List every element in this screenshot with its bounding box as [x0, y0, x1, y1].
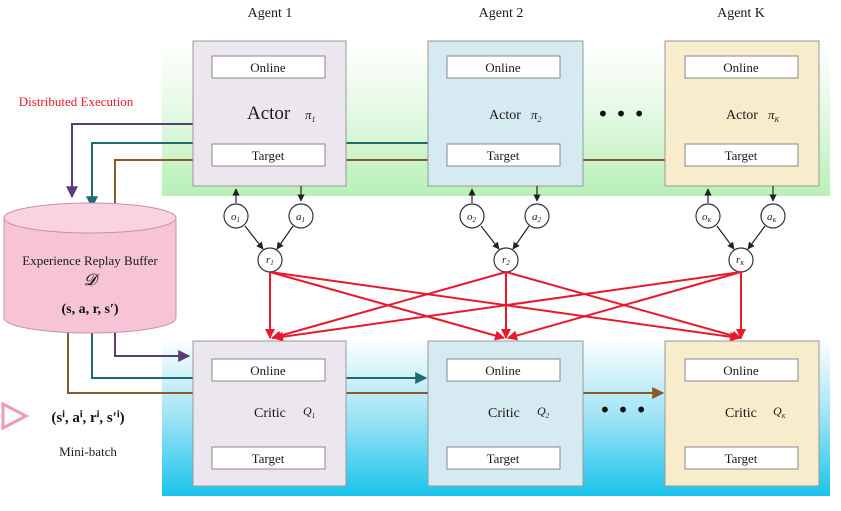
critic-online-label-2: Online — [485, 363, 521, 378]
minibatch-tuple: (sⁱ, aⁱ, rⁱ, s′ⁱ) — [51, 410, 124, 426]
distributed-execution-label: Distributed Execution — [19, 94, 134, 109]
actor-online-bar-k — [684, 55, 799, 79]
rew-text-1: r1 — [266, 254, 274, 267]
critic-target-label-1: Target — [252, 451, 285, 466]
critic-label-2: Critic — [488, 406, 520, 421]
critic-online-bar-k — [684, 358, 799, 382]
critic-online-bar-2 — [446, 358, 561, 382]
critic-ellipsis: • • • — [599, 398, 647, 422]
actor-online-bar-2 — [446, 55, 561, 79]
actor-online-bar-1 — [211, 55, 326, 79]
critic-online-label-k: Online — [723, 363, 759, 378]
obs-node-k — [695, 203, 721, 229]
purple-line-actors — [66, 123, 193, 199]
rew-text-k: rK — [736, 254, 745, 267]
replay-buffer — [3, 202, 177, 334]
critic-q-k: QK — [773, 404, 787, 420]
critic-label-1: Critic — [254, 406, 286, 421]
critic-q-2: Q2 — [537, 404, 550, 420]
minibatch-triangle-icon — [1, 401, 30, 431]
critic-online-label-1: Online — [250, 363, 286, 378]
critic-target-label-k: Target — [725, 451, 758, 466]
buffer-symbol: 𝓓 — [84, 272, 100, 289]
reward-critic-links — [265, 271, 746, 342]
actor-label-1: Actor — [247, 103, 291, 124]
act-node-2 — [524, 203, 550, 229]
rew-node-k — [728, 247, 754, 273]
agent-header-1: Agent 1 — [248, 6, 293, 21]
actor-label-2: Actor — [489, 108, 521, 123]
actor-pi-k: πK — [768, 107, 780, 124]
actor-online-label-k: Online — [723, 60, 759, 75]
buffer-tuple: (s, a, r, s′) — [61, 302, 118, 317]
purple-line-critics — [114, 332, 191, 362]
obs-node-1 — [223, 203, 249, 229]
act-text-k: aK — [767, 211, 778, 224]
actor-online-label-1: Online — [250, 60, 286, 75]
act-node-k — [760, 203, 786, 229]
actor-online-label-2: Online — [485, 60, 521, 75]
critic-online-bar-1 — [211, 358, 326, 382]
obs-text-k: oK — [702, 211, 713, 224]
act-text-2: a2 — [532, 211, 542, 224]
rew-text-2: r2 — [502, 254, 510, 267]
act-node-1 — [288, 203, 314, 229]
actor-target-bar-2 — [446, 143, 561, 167]
critic-target-bar-2 — [446, 446, 561, 470]
minibatch-label: Mini-batch — [59, 444, 117, 459]
critic-label-k: Critic — [725, 406, 757, 421]
critic-target-bar-k — [684, 446, 799, 470]
obs-node-2 — [459, 203, 485, 229]
actor-pi-1: π1 — [305, 107, 316, 124]
actor-target-label-1: Target — [252, 148, 285, 163]
critic-q-1: Q1 — [303, 404, 315, 420]
agent-header-2: Agent 2 — [479, 6, 524, 21]
buffer-title: Experience Replay Buffer — [22, 253, 158, 268]
actor-target-bar-1 — [211, 143, 326, 167]
actor-label-k: Actor — [726, 108, 758, 123]
actor-target-label-k: Target — [725, 148, 758, 163]
actor-ellipsis: • • • — [597, 102, 645, 126]
actor-target-label-2: Target — [487, 148, 520, 163]
agent-header-k: Agent K — [717, 6, 765, 21]
actor-pi-2: π2 — [531, 107, 542, 124]
critic-target-label-2: Target — [487, 451, 520, 466]
obs-text-2: o2 — [467, 211, 477, 224]
act-text-1: a1 — [296, 211, 305, 224]
actor-target-bar-k — [684, 143, 799, 167]
obs-text-1: o1 — [231, 211, 240, 224]
critic-target-bar-1 — [211, 446, 326, 470]
obs-act-arrows — [232, 186, 777, 250]
